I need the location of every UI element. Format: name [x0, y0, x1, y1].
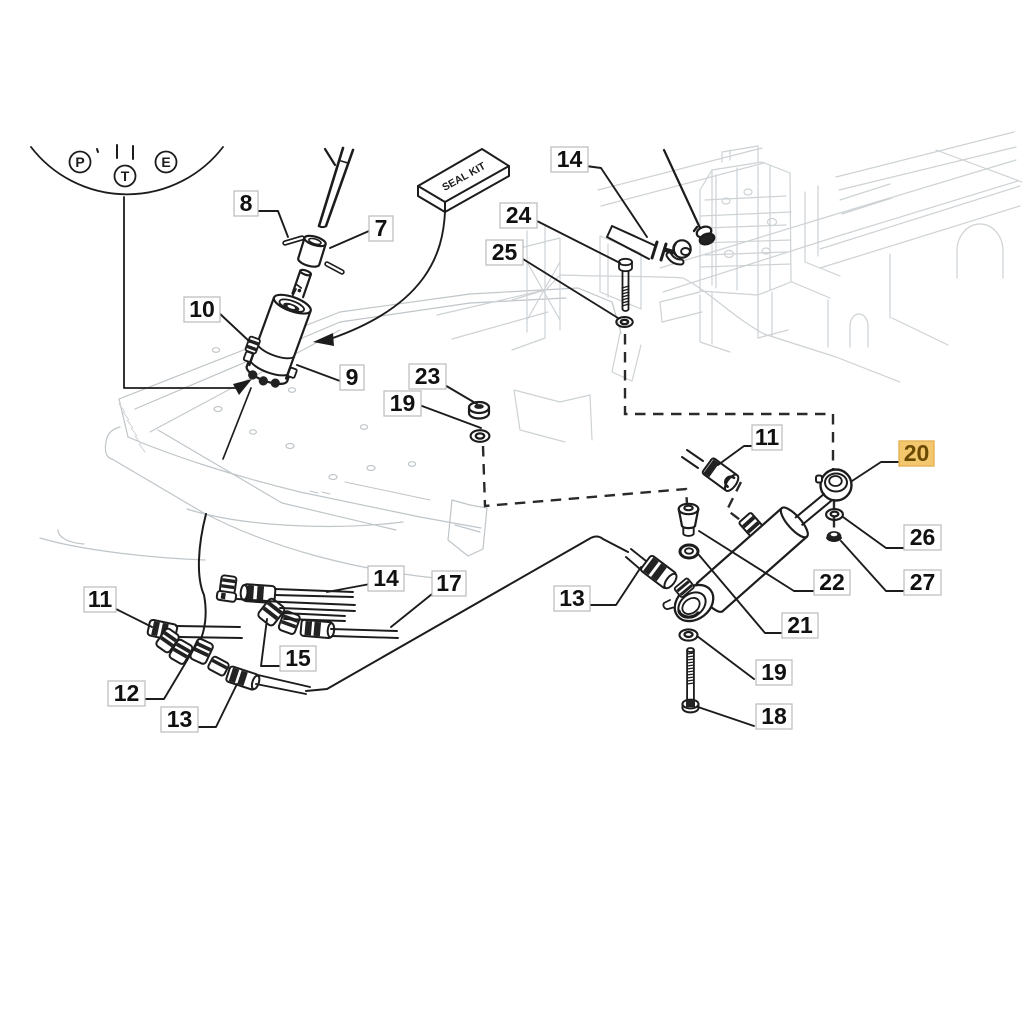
- svg-text:14: 14: [557, 146, 583, 172]
- svg-text:15: 15: [285, 645, 311, 671]
- svg-text:14: 14: [373, 565, 399, 591]
- svg-text:17: 17: [436, 570, 462, 596]
- svg-text:12: 12: [114, 680, 140, 706]
- svg-text:25: 25: [492, 239, 518, 265]
- svg-text:8: 8: [240, 190, 253, 216]
- svg-text:T: T: [121, 168, 130, 184]
- svg-text:11: 11: [88, 586, 113, 612]
- svg-text:24: 24: [506, 202, 532, 228]
- svg-text:19: 19: [390, 390, 416, 416]
- svg-text:26: 26: [910, 524, 936, 550]
- svg-text:20: 20: [904, 440, 930, 466]
- svg-text:27: 27: [910, 569, 936, 595]
- svg-text:13: 13: [167, 706, 193, 732]
- svg-text:13: 13: [559, 585, 585, 611]
- svg-text:18: 18: [761, 703, 787, 729]
- svg-text:21: 21: [787, 612, 813, 638]
- svg-text:P: P: [75, 154, 84, 170]
- svg-text:10: 10: [189, 296, 215, 322]
- svg-text:7: 7: [375, 215, 388, 241]
- svg-text:11: 11: [755, 424, 780, 450]
- svg-text:9: 9: [346, 364, 359, 390]
- svg-text:19: 19: [761, 659, 787, 685]
- svg-text:23: 23: [415, 363, 441, 389]
- svg-text:22: 22: [819, 569, 845, 595]
- svg-text:E: E: [161, 154, 170, 170]
